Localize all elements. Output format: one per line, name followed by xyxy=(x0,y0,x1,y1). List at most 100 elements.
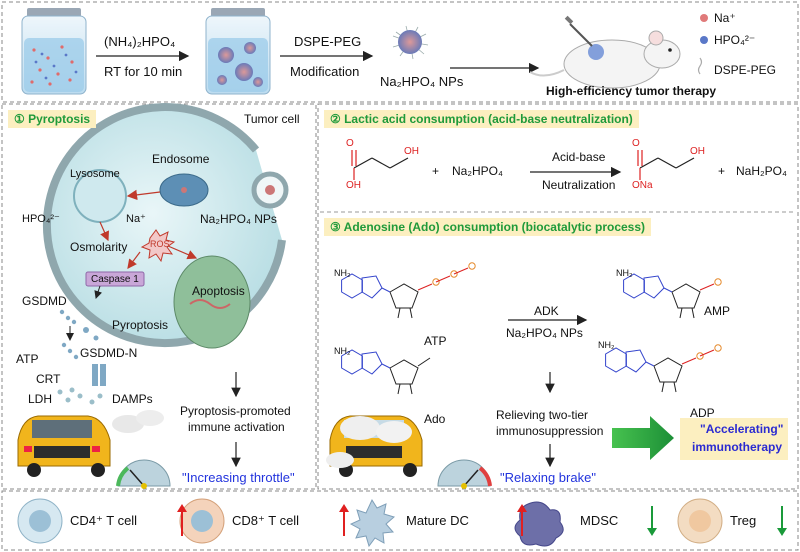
relieving-line-2: immunosuppression xyxy=(496,424,604,438)
gsdmd-chain xyxy=(59,309,99,360)
apoptosis-label: Apoptosis xyxy=(192,284,245,298)
amp-structure-label: AMP xyxy=(704,304,731,318)
acid-base-label: Acid-base xyxy=(552,150,606,164)
lactic-acid-title: ② Lactic acid consumption (acid-base neu… xyxy=(324,110,639,128)
legend-na: Na⁺ xyxy=(714,11,736,25)
lysosome-label: Lysosome xyxy=(70,168,120,180)
trend-arrow-down xyxy=(647,506,657,536)
cell-icon-dc xyxy=(349,498,396,548)
pyroptosis-label: Pyroptosis xyxy=(112,318,169,332)
immune-line-1: Pyroptosis-promoted xyxy=(180,404,291,418)
reagent-label: (NH₄)₂HPO₄ xyxy=(104,34,176,49)
cell-icon-mdsc xyxy=(514,501,564,547)
adp-molecule xyxy=(605,344,722,393)
hpo4-legend-icon xyxy=(700,36,708,44)
accelerating-box xyxy=(680,418,788,460)
car-brake-icon xyxy=(326,415,423,477)
caspase-1-box xyxy=(85,271,145,287)
relieving-line-1: Relieving two-tier xyxy=(496,408,589,422)
sodium-lactate-structure xyxy=(637,150,695,180)
pyroptosis-title: ① Pyroptosis xyxy=(8,110,97,128)
ros-label: ROS xyxy=(150,239,170,249)
lactic-acid-structure xyxy=(351,150,409,180)
ado-molecule xyxy=(341,349,431,395)
adp-structure-label: ADP xyxy=(690,406,715,420)
trend-arrow-up xyxy=(177,504,187,536)
gsdmd-n-label: GSDMD-N xyxy=(80,346,138,360)
throttle-label: "Increasing throttle" xyxy=(182,470,295,485)
damps-release xyxy=(57,387,103,405)
np-in-pit xyxy=(265,185,275,195)
dspe-peg-legend-icon xyxy=(697,57,703,75)
trend-arrow-down xyxy=(777,506,787,536)
apoptotic-body xyxy=(173,255,251,349)
adk-label: ADK xyxy=(534,304,559,318)
legend-dspe-peg: DSPE-PEG xyxy=(714,63,777,77)
right-panel-frame xyxy=(317,103,799,490)
modification-label: Modification xyxy=(290,64,360,79)
treg-label: Treg xyxy=(730,513,757,528)
ldh-label: LDH xyxy=(28,392,53,406)
gauge-throttle-icon xyxy=(116,459,171,489)
cell-icon-cd4 xyxy=(17,498,63,544)
cd4-label: CD4⁺ T cell xyxy=(70,513,138,528)
atp-label: ATP xyxy=(16,352,39,366)
amp-molecule xyxy=(623,273,722,319)
nps-label: Na₂HPO₄ NPs xyxy=(200,212,277,226)
hpo4-label: HPO₄²⁻ xyxy=(22,213,60,225)
lactate-o: O xyxy=(632,138,640,149)
brake-label: "Relaxing brake" xyxy=(500,470,596,485)
cell-icon-treg xyxy=(677,498,723,544)
gsdmd-label: GSDMD xyxy=(22,294,67,308)
neutralization-label: Neutralization xyxy=(542,178,616,192)
lactic-oh-2: OH xyxy=(404,146,419,157)
car-throttle-icon xyxy=(17,410,164,477)
adp-nh2: NH₂ xyxy=(598,340,615,350)
lactic-o: O xyxy=(346,138,354,149)
lactate-oh: OH xyxy=(690,146,705,157)
tumor-cell-label: Tumor cell xyxy=(244,112,300,126)
ado-structure-label: Ado xyxy=(424,412,446,426)
lactic-oh-1: OH xyxy=(346,180,361,191)
np-label: Na₂HPO₄ NPs xyxy=(380,74,464,89)
gauge-brake-icon xyxy=(437,459,492,489)
modifier-label: DSPE-PEG xyxy=(294,34,362,49)
trend-arrows xyxy=(177,504,787,536)
nanoparticle-core xyxy=(398,30,422,54)
accelerating-line-2: immunotherapy xyxy=(692,440,783,454)
mouse-icon xyxy=(529,15,681,89)
trend-arrow-up xyxy=(517,504,527,536)
legend-hpo4: HPO₄²⁻ xyxy=(714,33,756,47)
atp-nh2: NH₂ xyxy=(334,268,351,278)
endosome-label: Endosome xyxy=(152,152,210,166)
condition-label: RT for 10 min xyxy=(104,64,183,79)
caspase-label: Caspase 1 xyxy=(91,274,139,285)
crt-label: CRT xyxy=(36,372,61,386)
nucleotide-structures xyxy=(341,262,722,395)
amp-nh2: NH₂ xyxy=(616,268,633,278)
ros-burst xyxy=(140,229,176,263)
atp-molecule xyxy=(341,262,476,319)
accelerate-arrow xyxy=(612,416,674,460)
na-legend-icon xyxy=(700,14,708,22)
damps-label: DAMPs xyxy=(112,392,153,406)
cd8-label: CD8⁺ T cell xyxy=(232,513,300,528)
therapy-label: High-efficiency tumor therapy xyxy=(546,84,717,98)
bottom-panel-frame xyxy=(1,490,799,551)
plus-1: + xyxy=(432,164,440,178)
trend-arrow-up xyxy=(339,504,349,536)
adenosine-title: ③ Adenosine (Ado) consumption (biocataly… xyxy=(324,218,652,236)
atp-structure-label: ATP xyxy=(424,334,447,348)
plus-2: + xyxy=(718,164,726,178)
vial-2 xyxy=(205,8,271,95)
mdsc-label: MDSC xyxy=(580,513,619,528)
reactant-label: Na₂HPO₄ xyxy=(452,164,503,178)
membrane-pore xyxy=(92,364,106,386)
immune-line-2: immune activation xyxy=(188,420,285,434)
lactate-ona: ONa xyxy=(632,180,653,191)
product-label: NaH₂PO₄ xyxy=(736,164,787,178)
ado-nh2: NH₂ xyxy=(334,346,351,356)
vial-1 xyxy=(21,8,87,95)
